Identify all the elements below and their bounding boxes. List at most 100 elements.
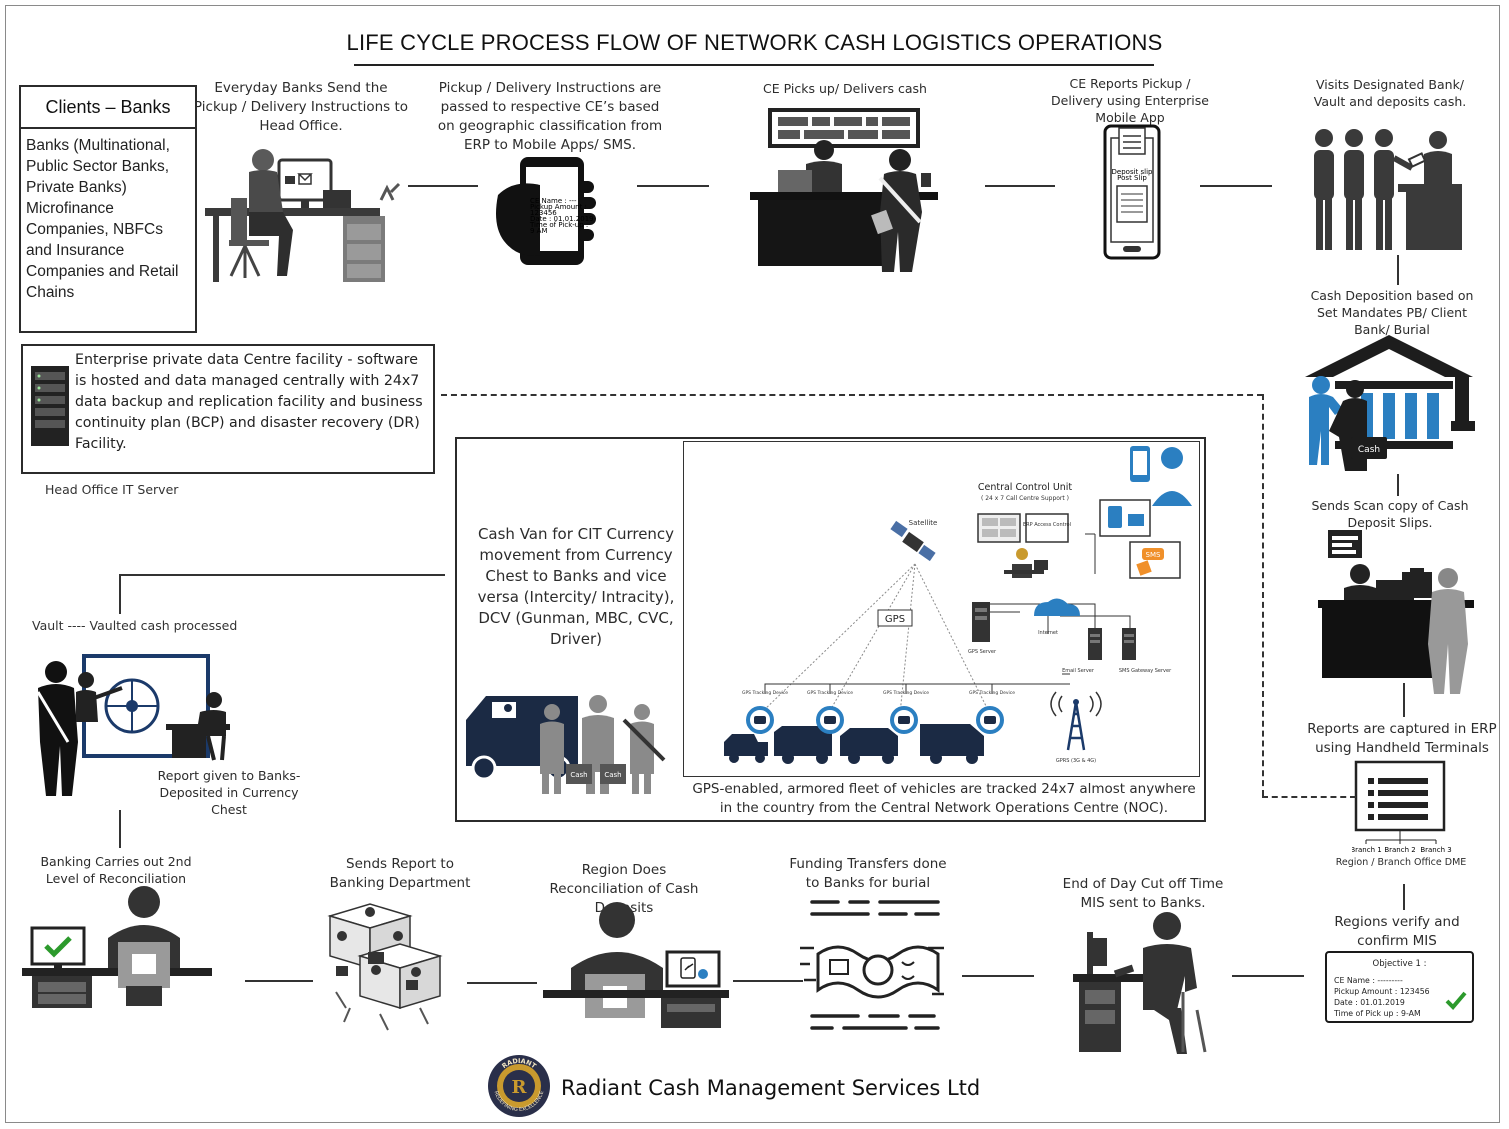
server-box: Enterprise private data Centre facility … [21,344,435,474]
connector-vault-bottom [119,810,121,848]
gps-label: GPS [885,614,905,625]
radiant-logo: RADIANT REDEFINING EXCELLENCE R [488,1055,550,1117]
connector-2 [637,185,709,187]
connector-b3 [733,980,803,982]
step-visits-bank: Visits Designated Bank/ Vault and deposi… [1313,77,1467,109]
mis-card-line-1: CE Name : --------- [1334,976,1403,985]
ccu-title: Central Control Unit [978,482,1073,493]
step-pass-instructions: Pickup / Delivery Instructions are passe… [437,80,663,153]
internet-label: Internet [1038,630,1058,636]
dashed-link-right [1262,394,1264,796]
gps-network-diagram: Satellite GPS Central Control Unit ( 24 … [724,446,1192,764]
terminal-caption: Region / Branch Office DME [1335,857,1467,868]
clients-heading: Clients – Banks [21,87,195,129]
bank-deposit-icon: Cash [1305,335,1475,471]
step-scan-slips: Sends Scan copy of Cash Deposit Slips. [1311,498,1469,530]
sms-server-label: SMS Gateway Server [1119,668,1172,674]
noc-box [455,437,1206,822]
connector-b2 [467,982,537,984]
banking-department-icon [327,903,443,1031]
step-send-report: Sends Report to Banking Department [329,856,471,891]
connector-right-2 [1397,474,1399,496]
gps-server-label: GPS Server [968,649,997,655]
cash-van-description: Cash Van for CIT Currency movement from … [477,525,675,648]
diagram-frame [5,5,1500,1123]
satellite-label: Satellite [909,519,938,527]
cash-bag-2: Cash [604,771,621,779]
page-title: LIFE CYCLE PROCESS FLOW OF NETWORK CASH … [346,30,1163,55]
deposit-counter-icon [1318,530,1474,694]
cash-bag-label: Cash [1358,445,1380,455]
cash-counter-icon [750,108,938,272]
cash-bag-1: Cash [570,771,587,779]
reconciliation-desk-icon [22,886,212,1008]
mobile-phone-icon: CE Name : --- Pickup Amount : 123456 Dat… [496,157,596,265]
server-description: Enterprise private data Centre facility … [75,352,423,452]
connector-right-1 [1397,255,1399,285]
phone-line-6: 9 AM [530,227,548,235]
step-end-of-day: End of Day Cut off Time MIS sent to Bank… [1062,876,1224,911]
cash-van-icon: Cash Cash [466,695,666,794]
mis-card-line-4: Time of Pick up : 9-AM [1334,1009,1421,1018]
title-underline [354,64,1154,66]
app-screen-2: Post Slip [1117,174,1147,182]
noc-inner-box [683,441,1200,777]
server-caption: Head Office IT Server [45,482,179,497]
sms-badge: SMS [1146,551,1161,559]
company-name: Radiant Cash Management Services Ltd [561,1076,981,1100]
noc-caption: GPS-enabled, armored fleet of vehicles a… [692,781,1196,816]
app-screen-1: Deposit slip [1112,168,1154,176]
dashed-link-bottom [1262,796,1356,798]
connector-right-3 [1403,683,1405,717]
server-rack-icon [31,366,69,446]
phone-line-3: 123456 [530,209,557,217]
phone-line-5: Time of Pick-up : [529,221,588,229]
logo-letter: R [512,1077,528,1098]
mis-desk-icon [1073,912,1207,1054]
step-region-reconciliation: Region Does Reconciliation of Cash Depos… [549,862,699,916]
step-cash-deposition: Cash Deposition based on Set Mandates PB… [1310,288,1474,337]
tracking-label-3: GPS Tracking Device [883,690,929,696]
satellite-icon [890,520,936,562]
connector-1 [408,185,478,187]
connector-vault-top [119,574,445,576]
vault-icon [36,654,230,796]
step-funding-transfers: Funding Transfers done to Banks for buri… [789,856,947,891]
funding-transfer-icon [800,900,944,1030]
connector-vault-down [119,574,121,614]
email-server-label: Email Server [1062,668,1095,674]
tracking-label-4: GPS Tracking Device [969,690,1015,696]
branch-1-label: Branch 1 [1352,846,1382,854]
enterprise-app-icon: Deposit slip Post Slip [1103,124,1161,260]
tracking-label-2: GPS Tracking Device [807,690,853,696]
connector-right-4 [1403,884,1405,910]
clients-box: Clients – Banks Banks (Multinational, Pu… [19,85,197,333]
step-ce-picks-up: CE Picks up/ Delivers cash [763,81,927,96]
handheld-terminal-icon: Branch 1 Branch 2 Branch 3 [1352,760,1452,854]
connector-b1 [245,980,313,982]
phone-line-4: Date : 01.01.2019 [530,215,594,223]
dashed-link-top [441,394,1263,396]
office-worker-icon [205,149,401,282]
phone-line-2: Pickup Amount : [530,203,587,211]
mis-card-line-2: Pickup Amount : 123456 [1334,987,1430,996]
ccu-subtitle: ( 24 x 7 Call Centre Support ) [981,495,1069,502]
mis-card-title: Objective 1 : [1372,959,1427,969]
connector-b4 [962,975,1034,977]
branch-3-label: Branch 3 [1420,846,1451,854]
connector-b5 [1232,975,1304,977]
gprs-label: GPRS (3G & 4G) [1056,758,1096,764]
tracking-label-1: GPS Tracking Device [742,690,788,696]
region-reconciliation-icon [543,902,729,1028]
step-reports-erp: Reports are captured in ERP using Handhe… [1307,721,1497,756]
phone-line-1: CE Name : --- [530,197,577,205]
bank-queue-icon [1314,129,1462,250]
step-ce-reports: CE Reports Pickup / Delivery using Enter… [1051,76,1209,125]
mis-card-line-3: Date : 01.01.2019 [1334,998,1405,1007]
step-regions-verify: Regions verify and confirm MIS [1334,914,1460,949]
clients-body: Banks (Multinational, Public Sector Bank… [26,137,179,301]
checkmark-icon [1445,991,1467,1010]
branch-2-label: Branch 2 [1384,846,1415,854]
vault-report-caption: Report given to Banks- Deposited in Curr… [157,768,301,817]
connector-3 [985,185,1055,187]
